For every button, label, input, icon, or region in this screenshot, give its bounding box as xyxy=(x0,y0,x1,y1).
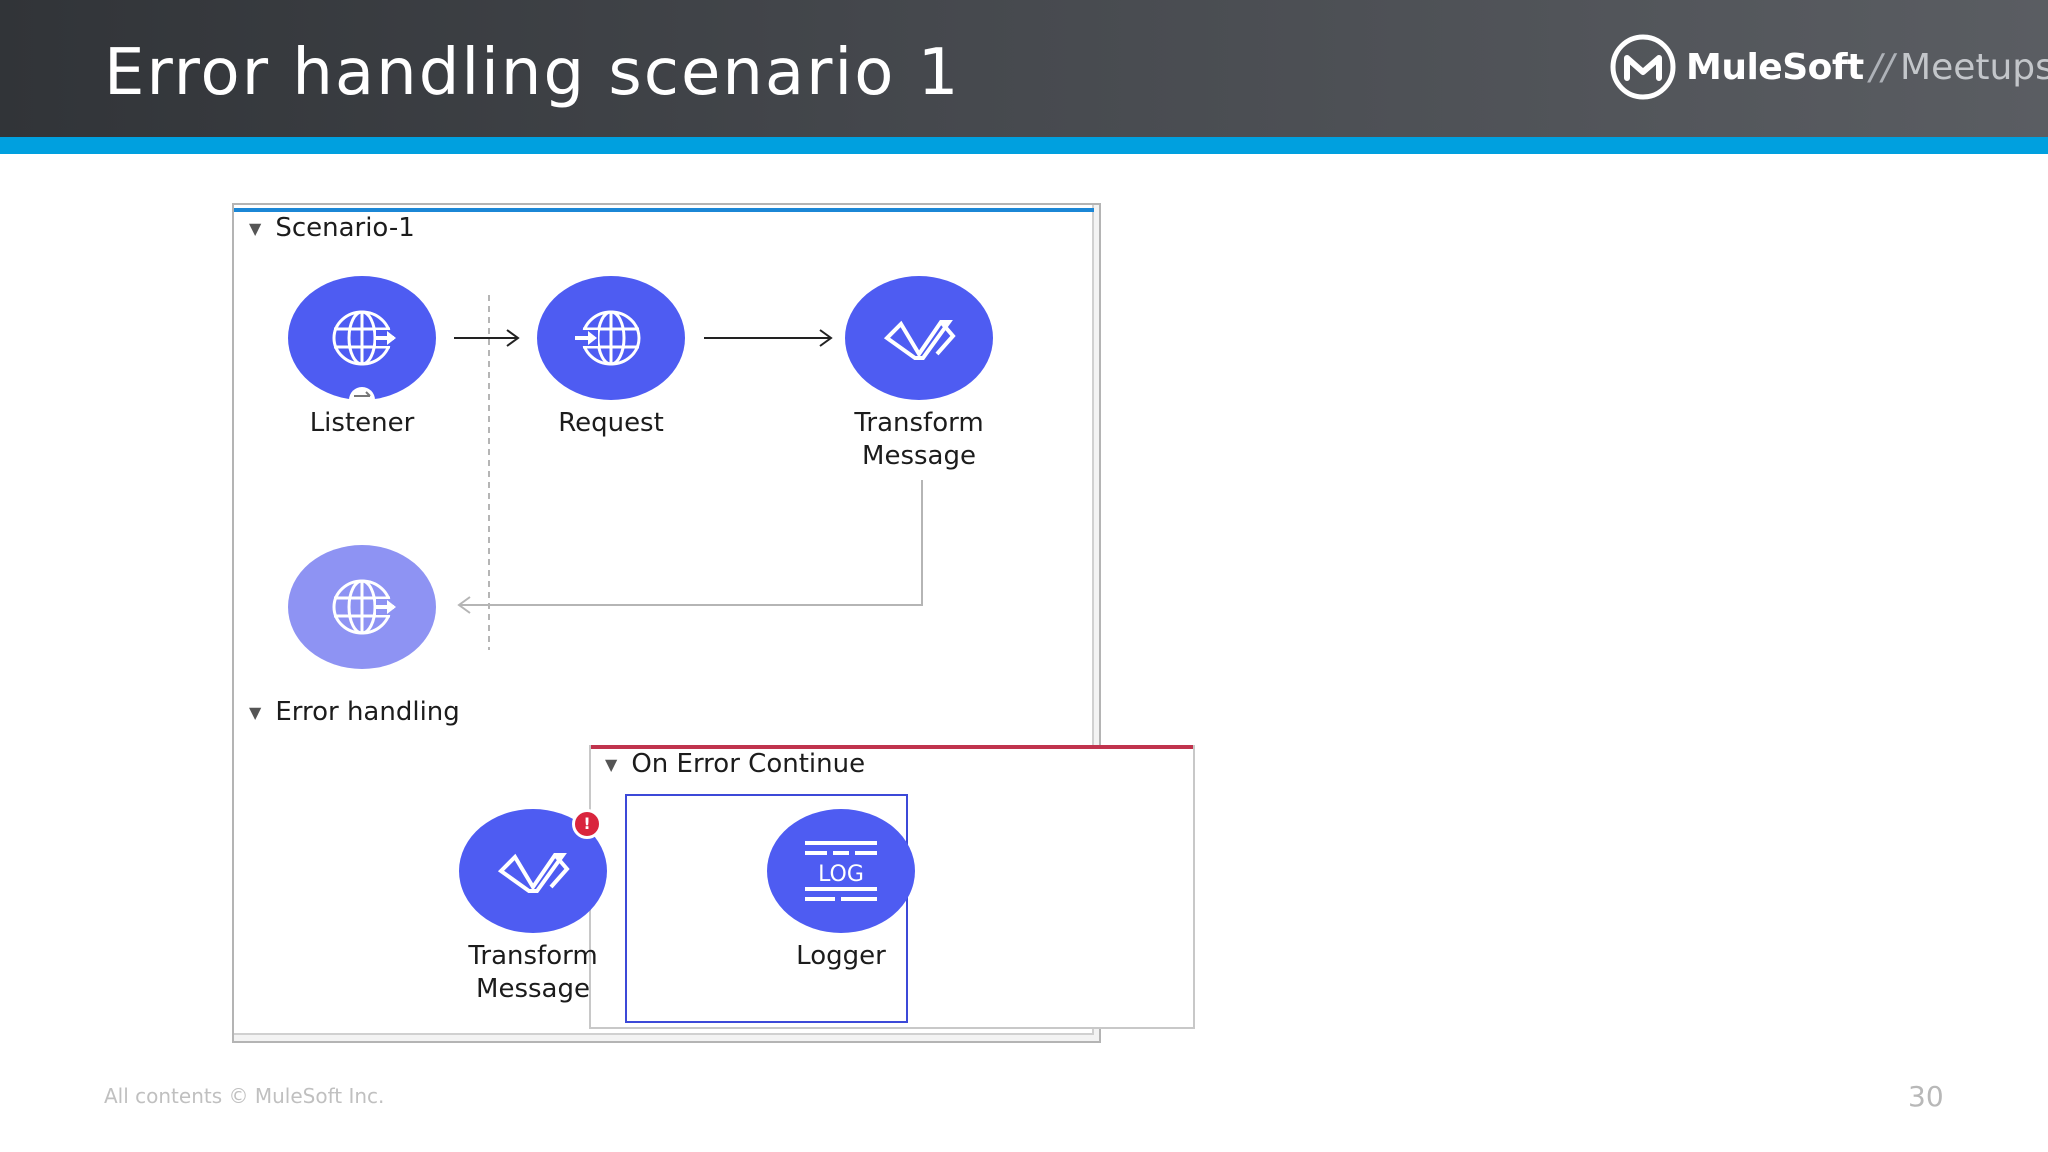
page-number: 30 xyxy=(1908,1080,1944,1113)
flow-accent-bar xyxy=(234,208,1094,212)
logo-brand: MuleSoft xyxy=(1686,46,1864,88)
selected-component-box xyxy=(625,794,908,1023)
flow-header[interactable]: ▼ Scenario-1 xyxy=(249,213,415,243)
http-response-globe-icon xyxy=(332,579,396,635)
slide-header: Error handling scenario 1 MuleSoft // Me… xyxy=(0,0,2048,137)
flow-canvas-screenshot: ▼ Scenario-1 Listener xyxy=(232,203,1195,1043)
footer-copyright: All contents © MuleSoft Inc. xyxy=(104,1084,385,1108)
mulesoft-meetups-logo: MuleSoft // Meetups xyxy=(1610,32,2048,102)
transform-message-icon xyxy=(497,853,570,893)
collapse-triangle-icon[interactable]: ▼ xyxy=(249,702,262,722)
svg-text:LOG: LOG xyxy=(818,862,864,887)
error-badge-icon: ! xyxy=(572,809,602,839)
logo-separator: // xyxy=(1869,46,1895,88)
transform-message-node[interactable] xyxy=(845,276,993,400)
logger-icon: LOG xyxy=(805,841,877,901)
request-label: Request xyxy=(558,408,664,438)
collapse-triangle-icon[interactable]: ▼ xyxy=(605,754,618,774)
flow-name: Scenario-1 xyxy=(275,213,415,243)
http-listener-globe-icon xyxy=(332,310,396,400)
listener-label: Listener xyxy=(309,408,415,438)
error-handling-label: Error handling xyxy=(275,697,460,727)
listener-node[interactable] xyxy=(288,276,436,400)
transform-message-icon xyxy=(883,320,956,360)
request-node[interactable] xyxy=(537,276,685,400)
error-handling-header[interactable]: ▼ Error handling xyxy=(249,697,460,727)
logger-label: Logger xyxy=(796,941,886,971)
flow-connectors xyxy=(454,295,923,879)
logger-node[interactable]: LOG xyxy=(767,809,915,933)
header-stripe xyxy=(0,137,2048,154)
on-error-continue-label: On Error Continue xyxy=(631,749,866,779)
on-error-continue-header[interactable]: ▼ On Error Continue xyxy=(605,749,865,779)
slide-title: Error handling scenario 1 xyxy=(104,36,961,110)
collapse-triangle-icon[interactable]: ▼ xyxy=(249,218,262,238)
http-request-globe-icon xyxy=(574,310,641,366)
logo-subtitle: Meetups xyxy=(1900,46,2048,88)
mulesoft-logo-icon xyxy=(1610,34,1676,100)
error-accent-bar xyxy=(591,745,1193,749)
flow-canvas: ▼ Scenario-1 Listener xyxy=(234,205,1195,1035)
http-response-node[interactable] xyxy=(288,545,436,669)
